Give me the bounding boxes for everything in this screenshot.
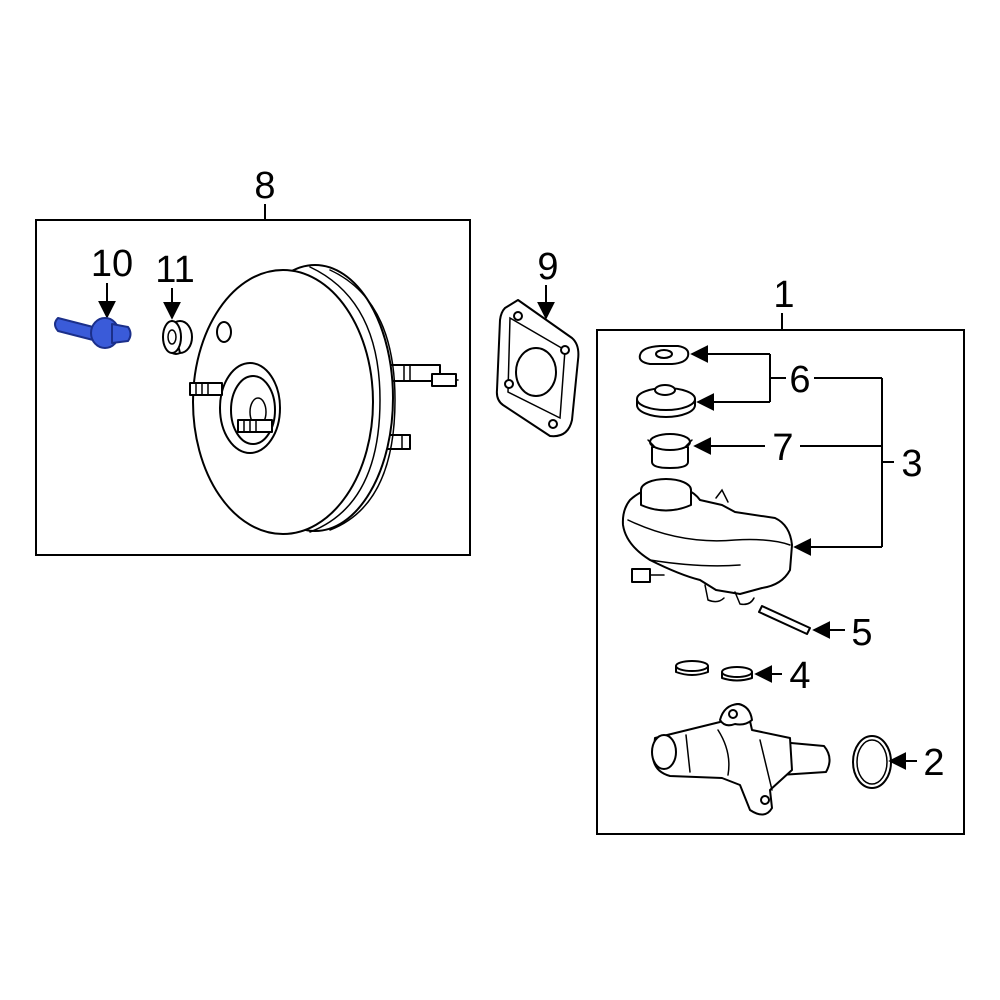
- callout-2: 2: [923, 742, 944, 784]
- booster-group: 8 10 11: [35, 165, 471, 556]
- callout-7: 7: [772, 427, 793, 469]
- brake-booster[interactable]: [189, 264, 459, 535]
- master-cylinder-body[interactable]: [651, 703, 831, 816]
- strainer-part-7[interactable]: [647, 433, 693, 469]
- pin-part-5[interactable]: [758, 605, 811, 635]
- gasket-group: 9: [495, 246, 580, 438]
- gasket-part-9[interactable]: [495, 299, 580, 438]
- grommet-part-11[interactable]: [162, 320, 193, 355]
- callout-11: 11: [155, 249, 194, 291]
- grommets-part-4[interactable]: [675, 660, 753, 682]
- reservoir-cap-part-6[interactable]: [636, 384, 696, 418]
- callout-3: 3: [901, 443, 922, 485]
- callout-9: 9: [537, 246, 558, 288]
- master-cylinder-group-box: [596, 329, 965, 835]
- callout-4: 4: [789, 655, 810, 697]
- o-ring-part-2[interactable]: [852, 735, 892, 789]
- reservoir-part-3[interactable]: [621, 478, 793, 606]
- callout-1: 1: [773, 274, 794, 316]
- callout-6: 6: [789, 359, 810, 401]
- callout-10: 10: [91, 243, 133, 285]
- master-cylinder-group: 1 6 7 3: [596, 274, 965, 835]
- cap-seal-part-6[interactable]: [638, 345, 690, 365]
- booster-group-box: [35, 219, 471, 556]
- callout-8: 8: [254, 165, 275, 207]
- check-valve-part-10[interactable]: [54, 317, 132, 349]
- callout-5: 5: [851, 612, 872, 654]
